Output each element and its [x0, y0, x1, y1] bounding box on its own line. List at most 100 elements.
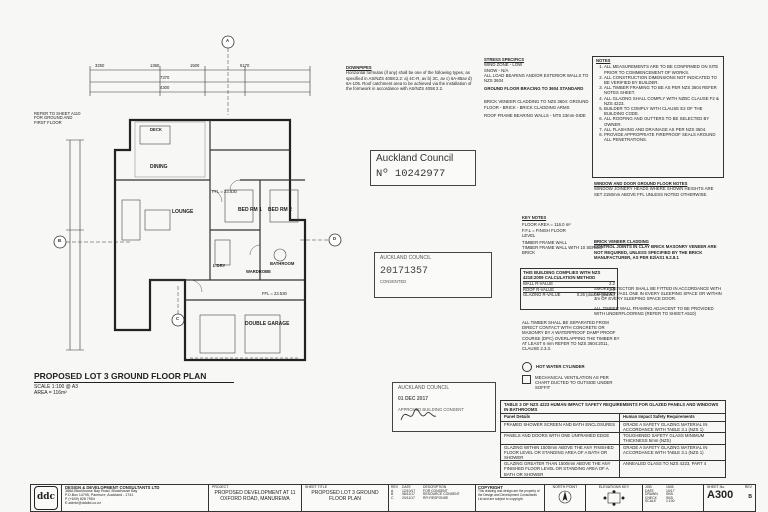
window-door-heading: WINDOW AND DOOR GROUND FLOOR NOTES	[594, 181, 688, 186]
rev-header: DESCRIPTION	[423, 485, 447, 489]
room-label-bed2: BED RM 2	[268, 207, 292, 213]
notes-heading: NOTES	[596, 58, 611, 63]
drawn-value: SKB	[666, 492, 673, 497]
wall-r-value: 2.2	[609, 281, 615, 287]
title-block: ddc DESIGN & DEVELOPMENT CONSULTANTS LTD…	[30, 484, 756, 512]
section-marker-label: B	[58, 238, 62, 243]
room-label-dining: DINING	[150, 164, 168, 170]
roof-r-label: ROOF R-VALUE	[523, 286, 555, 292]
dpc-note: ALL TIMBER SHALL BE SEPARATED FROM DIREC…	[522, 320, 620, 351]
brick-notes: BRICK VENEER CLADDING CONTROL JOINTS IN …	[594, 239, 722, 260]
internal-walls	[115, 120, 305, 301]
specs-heading: STRESS SPECIFICS	[484, 57, 525, 62]
approved-stamp-line3: APPROVED BUILDING CONSENT	[398, 406, 464, 412]
rev-cell: RESOURCE CONSENT	[423, 492, 460, 497]
rev-header: DATE	[402, 485, 411, 489]
approved-stamp-date: 01 DEC 2017	[398, 396, 429, 403]
rev-cell: 08/11/17	[402, 492, 415, 497]
council-number: Nº 10242977	[376, 167, 446, 180]
dim-label: 3250	[95, 63, 105, 68]
dimension-lines	[66, 66, 311, 351]
impact-row-right: GRADE A SAFETY GLAZING MATERIAL IN ACCOR…	[623, 421, 708, 433]
key-row: TIMBER FRAME WALL WITH 10 SERIES BRICK	[522, 245, 603, 256]
refer-note: REFER TO SHEET A110 FOR GROUND AND FIRST…	[34, 111, 81, 125]
rev-cell: 20/11/17	[402, 495, 415, 500]
approved-stamp: AUCKLAND COUNCIL 01 DEC 2017 APPROVED BU…	[392, 382, 496, 432]
dim-label: 1360	[150, 63, 160, 68]
insulation-heading: THIS BUILDING COMPLIES WITH NZS 4218:200…	[523, 270, 601, 281]
project-cell: PROJECT PROPOSED DEVELOPMENT AT 11 OXFOR…	[209, 485, 302, 511]
rev-cell: C	[391, 495, 394, 500]
key-row: TIMBER FRAME WALL	[522, 240, 568, 246]
impact-col1: Panel Details	[501, 414, 620, 421]
council-name: Auckland Council	[376, 153, 454, 164]
elevations-key-label: ELEVATIONS KEY	[598, 485, 630, 489]
section-marker-label: A	[226, 38, 230, 43]
check-value: SKB	[666, 495, 673, 500]
scale-label: SCALE	[645, 499, 657, 504]
copyright-heading: COPYRIGHT	[478, 485, 503, 490]
north-point-cell: NORTH POINT	[545, 485, 586, 511]
note-item: ALL GLAZING SHALL COMPLY WITH NZBC CLAUS…	[604, 96, 720, 106]
room-label-lounge: LOUNGE	[172, 209, 194, 215]
note-item: ALL MEASUREMENTS ARE TO BE CONFIRMED ON …	[604, 64, 720, 74]
spec-eq: ALL LOAD BEARING AND/OR EXTERIOR WALLS T…	[484, 72, 589, 84]
key-row: FLOOR AREA = 116.0 m²	[522, 222, 571, 228]
plan-title-block: PROPOSED LOT 3 GROUND FLOOR PLAN SCALE 1…	[34, 372, 234, 396]
smoke-text: SMOKE DETECTOR SHALL BE FITTED IN ACCORD…	[594, 286, 722, 302]
downpipes-notes: DOWNPIPES Horizontal formulas (if any) s…	[346, 65, 476, 92]
furniture	[121, 125, 299, 354]
sheet-number: A300	[707, 488, 734, 501]
window-door-notes: WINDOW AND DOOR GROUND FLOOR NOTES WINDO…	[594, 181, 722, 197]
rev-cell: FOR CONSENT	[423, 488, 448, 493]
plan-area: AREA = 116m²	[34, 390, 67, 397]
check-label: CHECK	[645, 495, 657, 500]
project-label: PROJECT	[212, 485, 229, 489]
wall-r-label: WALL R-VALUE	[523, 281, 554, 287]
note-item: PROVIDE APPROPRIATE FIREPROOF SEALS AROU…	[604, 132, 720, 142]
job-label: JOB	[645, 485, 652, 489]
section-marker-label: C	[176, 316, 180, 321]
copyright-cell: COPYRIGHT This drawing and design are th…	[476, 485, 545, 511]
revision-table: REV DATE DESCRIPTION A 12/10/17 FOR CONS…	[389, 485, 476, 511]
rl-garage: FFL = 23.530	[262, 291, 287, 296]
dim-label: 1500	[190, 63, 200, 68]
rev-value: B	[748, 493, 752, 500]
company-info: DESIGN & DEVELOPMENT CONSULTANTS LTD 386…	[62, 485, 209, 511]
north-label: NORTH POINT	[552, 485, 578, 489]
rev-cell: A	[391, 488, 394, 493]
cylinder-icon	[522, 362, 532, 372]
hot-water-key: HOT WATER CYLINDER	[522, 362, 622, 372]
section-marker-label: D	[333, 236, 337, 241]
consent-stamp-number: 20171357	[380, 266, 429, 278]
sheet-no-label: SHEET No.	[707, 485, 726, 489]
company-logo: ddc	[31, 485, 62, 511]
note-item: ALL CONSTRUCTION DIMENSIONS NOT INDICATE…	[604, 75, 720, 85]
signature-mark	[400, 408, 437, 421]
smoke-notes: SMOKE DETECTOR SHALL BE FITTED IN ACCORD…	[594, 286, 722, 316]
date-value: 10/17	[666, 488, 675, 493]
rev-label: REV	[744, 485, 752, 489]
spec-brick: BRICK VENEER CLADDING TO NZS 3604: GROUN…	[484, 99, 589, 110]
job-value: 1545	[666, 485, 674, 489]
rl-top: FFL = 23.830	[212, 189, 237, 194]
spec-ground: GROUND FLOOR BRACING TO 3604 STANDARD	[484, 86, 584, 92]
sheet-title: PROPOSED LOT 3 GROUND FLOOR PLAN	[311, 489, 379, 502]
room-label-bed1: BED RM 1	[238, 207, 262, 213]
north-arrow-icon	[558, 490, 572, 504]
dim-label: 7370	[160, 75, 170, 80]
plan-title: PROPOSED LOT 3 GROUND FLOOR PLAN	[34, 372, 234, 383]
dim-label: 4300	[160, 85, 170, 90]
key-heading: KEY NOTES	[522, 215, 547, 220]
impact-row-left: GLAZING GREATER THAN 1500mm ABOVE THE AN…	[501, 461, 620, 477]
project-name: PROPOSED DEVELOPMENT AT 11 OXFORD ROAD, …	[214, 489, 296, 502]
company-name: DESIGN & DEVELOPMENT CONSULTANTS LTD	[65, 485, 160, 490]
key-row: LEVEL	[522, 232, 536, 238]
sheet-title-label: SHEET TITLE	[305, 485, 328, 489]
room-label-bathroom: BATHROOM	[270, 261, 295, 266]
mech-vent-text: MECHANICAL VENTILATION AS PER CHART DUCT…	[535, 375, 613, 391]
company-phone: P (+649) 828 7954	[65, 496, 95, 501]
impact-row-right: TOUGHENED SAFETY GLASS MINIMUM THICKNESS…	[623, 433, 705, 444]
spec-snow: SNOW - N/A	[484, 67, 509, 73]
downpipes-text: Horizontal formulas (if any) shall be on…	[346, 70, 472, 92]
